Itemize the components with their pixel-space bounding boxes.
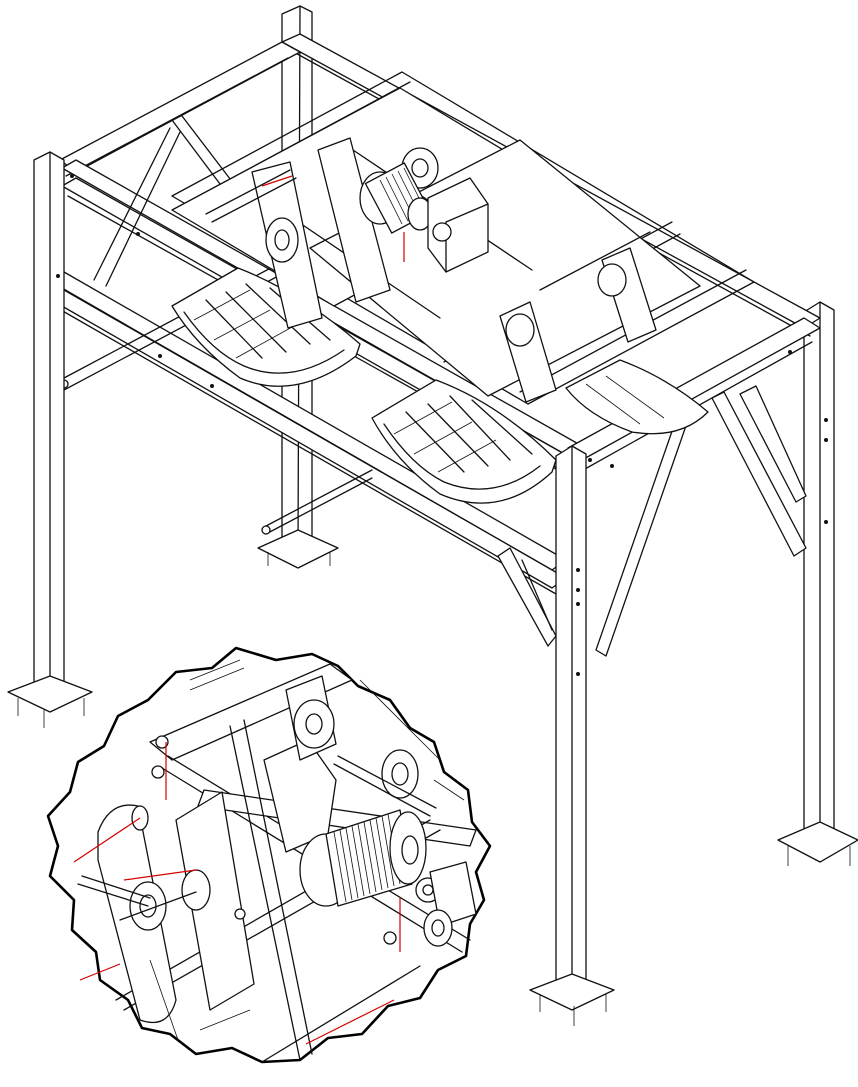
back-right-leg — [777, 301, 858, 866]
winch-motor-top — [261, 162, 489, 273]
motor-fins-detail — [333, 813, 401, 903]
diagonal-braces — [93, 115, 689, 657]
bucket-tray-back — [565, 359, 709, 435]
front-right-leg — [529, 445, 615, 1026]
detail-callout — [46, 646, 492, 1064]
bucket-tray-left — [171, 267, 361, 387]
frame-bolts — [56, 174, 828, 524]
lower-belt-frame — [47, 261, 807, 595]
bucket-tray-right — [371, 379, 557, 504]
front-left-leg — [7, 151, 93, 728]
winch-motor-detail — [299, 809, 477, 947]
